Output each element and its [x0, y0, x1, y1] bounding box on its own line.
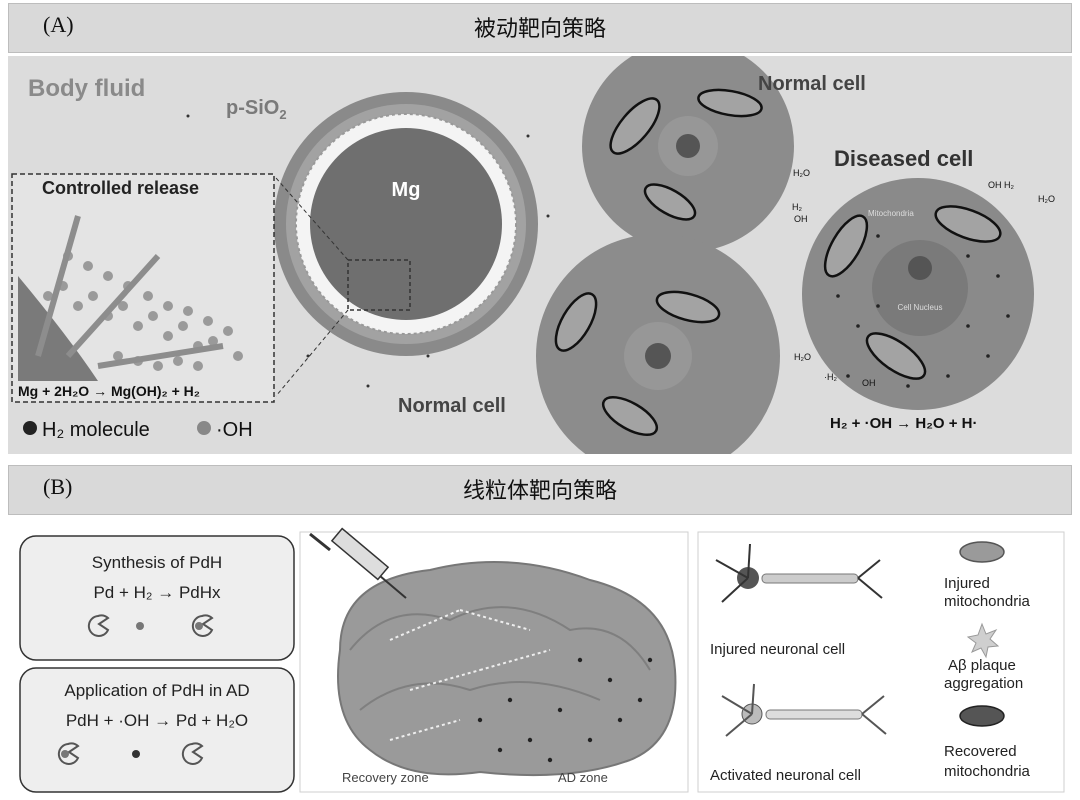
banner-b: (B) 线粒体靶向策略 — [8, 465, 1072, 515]
pdh-icon — [57, 742, 80, 765]
oh-label-3: OH — [862, 378, 876, 388]
neuron-legend-panel: Injured neuronal cell Activated neuronal… — [697, 531, 1065, 793]
application-title: Application of PdH in AD — [64, 681, 249, 700]
ad-zone-label: AD zone — [558, 770, 608, 785]
h2o-label-2: H₂O — [1038, 194, 1055, 204]
h2-icon — [136, 622, 144, 630]
panel-b-figure: Synthesis of PdH Pd + H₂ → PdHx Applicat… — [19, 527, 1065, 793]
oh-marker — [197, 421, 211, 435]
plaque-icon — [966, 622, 1000, 659]
diseased-cell: Cell Nucleus Mitochondria — [802, 178, 1034, 410]
panel-b: Synthesis of PdH Pd + H₂ → PdHx Applicat… — [10, 520, 1072, 795]
p-sio2-label: p-SiO2 — [226, 97, 287, 122]
controlled-release-box: Controlled release Mg + 2H₂O → Mg(OH)₂ +… — [11, 173, 275, 403]
recovered-mito-label-1: Recovered — [944, 743, 1017, 760]
mitochondria-label: Mitochondria — [868, 209, 914, 218]
pd-icon — [87, 614, 110, 637]
h2-molecule-marker — [23, 421, 37, 435]
legend-oh: ·OH — [216, 419, 253, 441]
banner-a: (A) 被动靶向策略 — [8, 3, 1072, 53]
recovered-mitochondria-icon — [959, 705, 1005, 727]
body-fluid-label: Body fluid — [28, 75, 145, 102]
synthesis-title: Synthesis of PdH — [92, 553, 222, 572]
oh-h2-label: OH H₂ — [988, 180, 1015, 190]
panel-a-tag: (A) — [43, 12, 74, 37]
syringe-icon — [309, 527, 407, 599]
cell-nucleus-label: Cell Nucleus — [898, 303, 943, 312]
h2o-label-1: H₂O — [793, 168, 810, 178]
synthesis-equation: Pd + H₂ → PdHx — [93, 583, 221, 602]
activated-neuron-label: Activated neuronal cell — [710, 767, 861, 784]
panel-b-tag: (B) — [43, 474, 73, 499]
injured-mitochondria-icon — [959, 541, 1005, 563]
synthesis-box: Synthesis of PdH Pd + H₂ → PdHx — [19, 535, 295, 661]
controlled-release-label: Controlled release — [42, 178, 199, 198]
plaque-label-2: aggregation — [944, 675, 1023, 692]
activated-neuron-icon — [721, 683, 887, 737]
injured-mito-label-2: mitochondria — [944, 593, 1031, 610]
pd-regenerated-icon — [181, 742, 204, 765]
legend-h2: H₂ molecule — [42, 419, 150, 441]
panel-a-figure: Body fluid p-SiO2 Mg Controlled release — [11, 40, 1055, 478]
injured-mito-label-1: Injured — [944, 575, 990, 592]
recovered-mito-label-2: mitochondria — [944, 763, 1031, 780]
diseased-cell-label: Diseased cell — [834, 146, 973, 171]
normal-cell-top-label: Normal cell — [758, 73, 866, 95]
application-equation: PdH + ·OH → Pd + H₂O — [66, 711, 248, 730]
panel-a-title: 被动靶向策略 — [473, 17, 606, 42]
pdhx-icon — [191, 614, 214, 637]
panel-b-title: 线粒体靶向策略 — [462, 479, 617, 504]
oh-label-1: OH — [794, 214, 808, 224]
plaque-label-1: Aβ plaque — [948, 657, 1016, 674]
normal-cell-top — [582, 40, 794, 252]
injured-neuron-label: Injured neuronal cell — [710, 641, 845, 658]
h2-label-3: ·H₂ — [824, 372, 837, 382]
normal-cell-bottom — [536, 234, 780, 478]
injured-neuron-icon — [715, 543, 883, 603]
h2-label-1: H₂ — [792, 202, 802, 212]
oh-icon — [132, 750, 140, 758]
panel-a: Body fluid p-SiO2 Mg Controlled release — [8, 40, 1072, 478]
mg-particle: Mg — [274, 92, 538, 397]
application-box: Application of PdH in AD PdH + ·OH → Pd … — [19, 667, 295, 793]
mg-label: Mg — [392, 179, 421, 201]
oh-reaction-equation: H₂ + ·OH → H₂O + H· — [830, 415, 978, 432]
normal-cell-bottom-label: Normal cell — [398, 395, 506, 417]
h2o-label-3: H₂O — [794, 352, 811, 362]
brain-panel: Recovery zone AD zone — [299, 527, 689, 793]
mg-reaction-equation: Mg + 2H₂O → Mg(OH)₂ + H₂ — [18, 383, 200, 399]
recovery-zone-label: Recovery zone — [342, 770, 429, 785]
